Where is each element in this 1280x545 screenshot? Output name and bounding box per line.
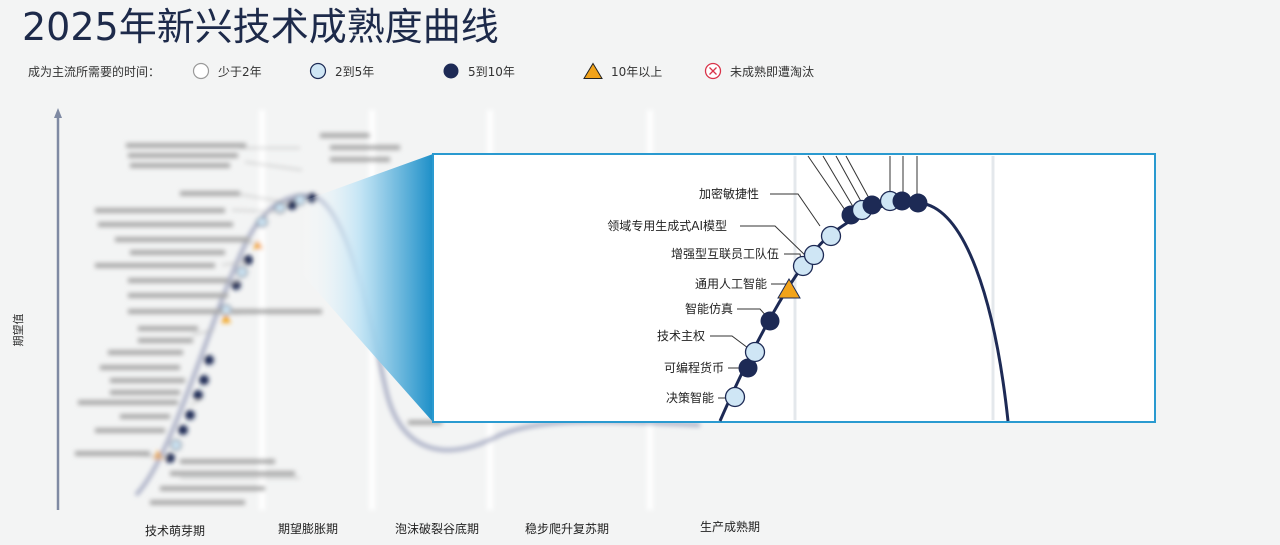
- phase-label: 技术萌芽期: [145, 524, 205, 538]
- callout-label: 技术主权: [657, 329, 705, 343]
- legend-item-2-5y: 2到5年: [309, 60, 374, 82]
- marker-agi: [777, 278, 801, 299]
- legend-item-10y-plus: 10年以上: [583, 60, 662, 82]
- y-axis-arrow-icon: [54, 108, 62, 118]
- marker-domain-genai: [820, 225, 842, 247]
- curve-markers: [724, 190, 928, 408]
- callout-label: 加密敏捷性: [699, 186, 759, 201]
- legend-prompt: 成为主流所需要的时间：: [28, 64, 161, 79]
- phase-label: 生产成熟期: [700, 519, 760, 534]
- marker-programmable-money: [738, 358, 758, 378]
- marker-top-4: [892, 191, 912, 211]
- legend-label: 2到5年: [335, 64, 375, 79]
- callout-lines: [710, 155, 918, 399]
- page-title: 2025年新兴技术成熟度曲线: [22, 5, 499, 49]
- marker-workforce-2: [803, 244, 825, 266]
- marker-top-2: [862, 195, 882, 215]
- marker-top-5: [908, 193, 928, 213]
- callout-label: 智能仿真: [685, 301, 733, 316]
- light-blue-circle-icon: [309, 62, 327, 80]
- legend-label: 少于2年: [218, 64, 262, 79]
- legend-label: 5到10年: [468, 64, 515, 79]
- orange-triangle-icon: [583, 62, 603, 79]
- legend-item-obsolete: 未成熟即遭淘汰: [704, 60, 814, 82]
- callout-label: 可编程货币: [664, 360, 724, 375]
- marker-intelligent-simulation: [760, 311, 780, 331]
- phase-label: 稳步爬升复苏期: [525, 521, 609, 536]
- legend-item-5-10y: 5到10年: [442, 60, 515, 82]
- phase-label: 期望膨胀期: [278, 522, 338, 536]
- callout-label: 决策智能: [666, 390, 714, 405]
- white-circle-icon: [192, 62, 210, 80]
- legend-label: 未成熟即遭淘汰: [730, 64, 815, 79]
- marker-decision-intelligence: [724, 386, 746, 408]
- legend-label: 10年以上: [611, 64, 663, 79]
- red-cross-circle-icon: [704, 62, 722, 80]
- marker-tech-sovereignty: [744, 341, 766, 363]
- zoom-beam: [300, 154, 433, 422]
- navy-circle-icon: [443, 63, 459, 79]
- zoom-panel: 加密敏捷性 领域专用生成式AI模型 增强型互联员工队伍 通用人工智能 智能仿真 …: [432, 153, 1156, 423]
- callout-label: 领域专用生成式AI模型: [607, 218, 727, 233]
- callout-label: 增强型互联员工队伍: [671, 246, 779, 261]
- y-axis-label: 期望值: [12, 314, 25, 347]
- legend: 成为主流所需要的时间： 少于2年 2到5年 5到10年 10年以上 未成熟即遭淘…: [28, 60, 928, 82]
- callout-label: 通用人工智能: [695, 276, 767, 291]
- legend-item-less-2y: 少于2年: [192, 60, 262, 82]
- phase-label: 泡沫破裂谷底期: [395, 521, 479, 536]
